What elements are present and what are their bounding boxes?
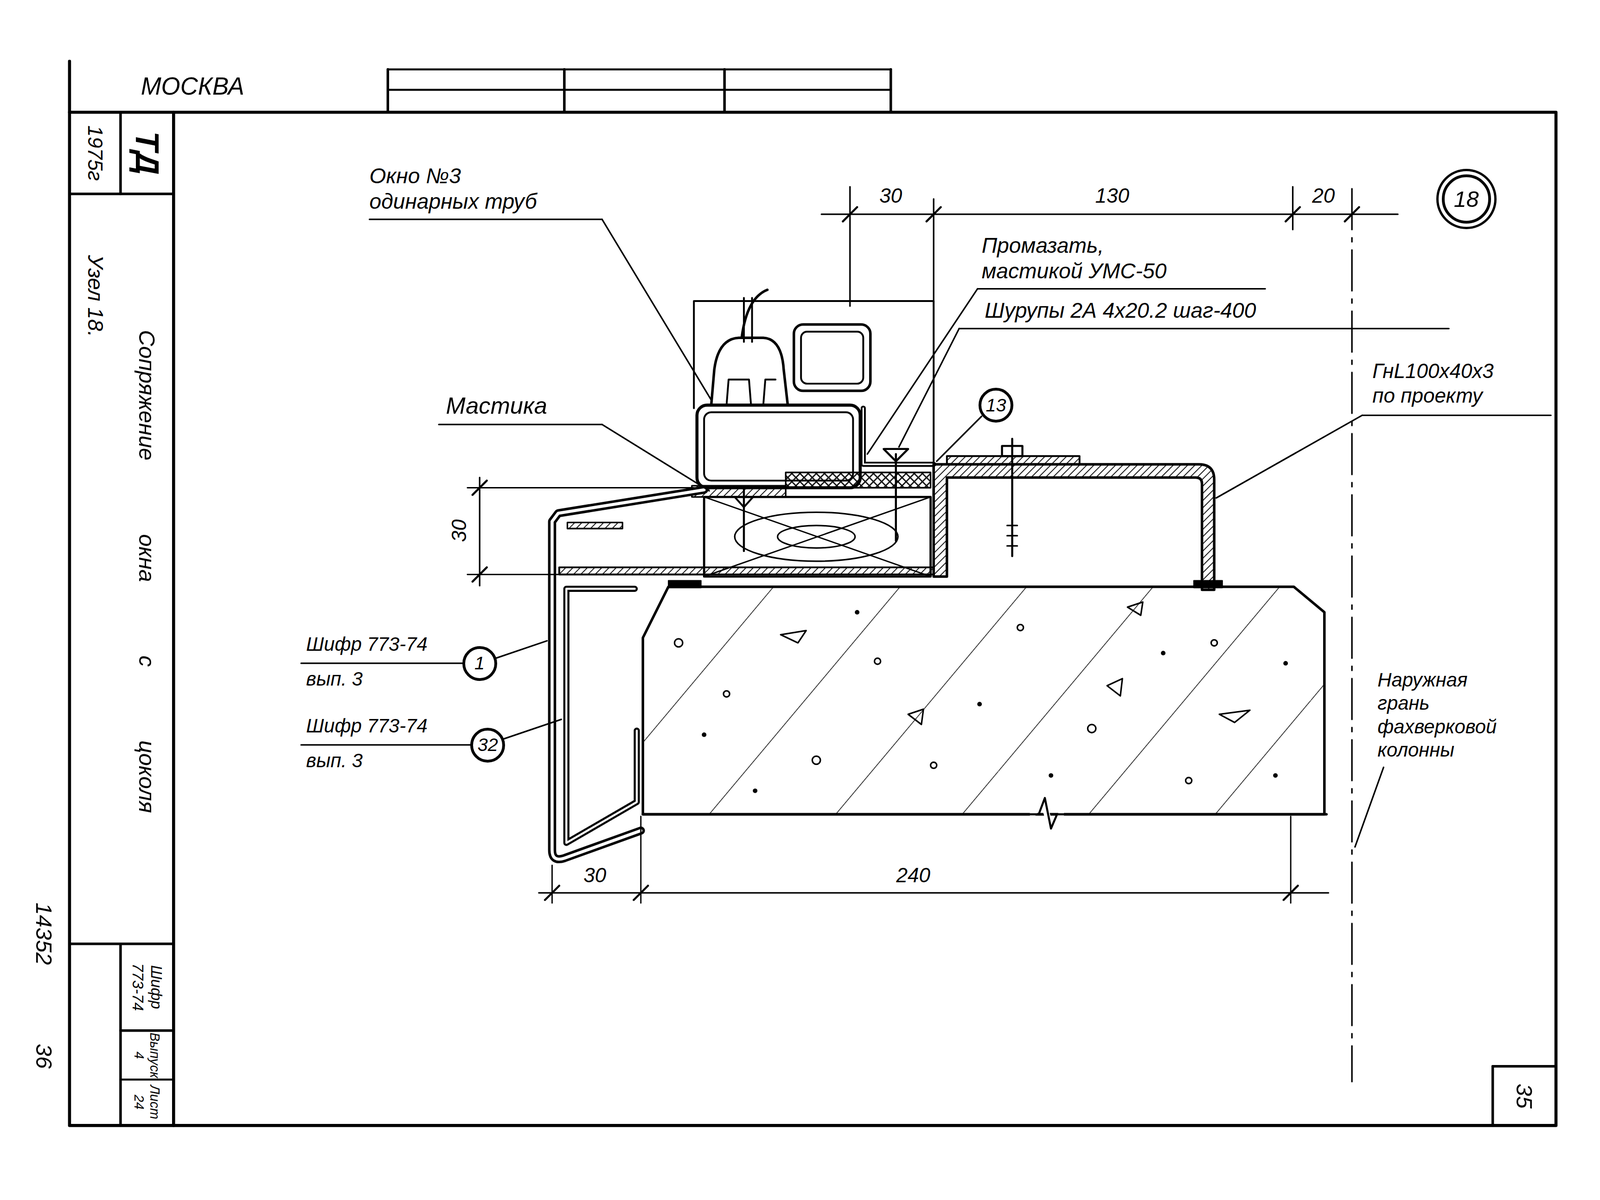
screw-note: Шурупы 2А 4х20.2 шаг-400 <box>984 297 1256 324</box>
dimension-text: 20 <box>1312 183 1335 209</box>
city-name: МОСКВА <box>140 71 245 101</box>
archive-number: 14352 <box>30 902 58 966</box>
page-number: 36 <box>30 1043 58 1069</box>
window-note: Окно №3 одинарных труб <box>369 163 551 215</box>
steel-section-note: ГнL100х40х3 по проекту <box>1372 358 1511 409</box>
callout-circle: 13 <box>978 387 1014 423</box>
drawing-title: Сопряжение окна с цоколя <box>133 330 161 813</box>
year-stamp: 1975г <box>82 125 108 181</box>
page-number: 35 <box>1510 1083 1538 1109</box>
callout-circle: 1 <box>462 646 498 681</box>
dimension-text: 30 <box>447 519 472 543</box>
callout-number: 13 <box>985 396 1006 415</box>
reference-note: Шифр 773-74 вып. 3 <box>306 626 449 697</box>
dimension-text: 130 <box>1095 183 1130 209</box>
callout-number: 32 <box>477 735 499 755</box>
dimension-text: 30 <box>879 183 903 209</box>
callout-number: 18 <box>1453 187 1479 211</box>
code-field: Шифр 773-74 <box>128 956 166 1018</box>
node-number: Узел 18. <box>82 254 108 337</box>
callout-number: 1 <box>474 653 485 673</box>
callout-circle: 18 <box>1441 174 1492 224</box>
reference-note: Шифр 773-74 вып. 3 <box>306 708 449 779</box>
organization-mark: ТД <box>127 131 167 175</box>
mastic-note: Промазать, мастикой УМС-50 <box>981 232 1171 285</box>
mastic-label: Мастика <box>446 391 548 421</box>
callout-circle: 32 <box>470 727 506 763</box>
dimension-text: 240 <box>896 863 931 888</box>
issue-field: Выпуск 4 <box>131 1030 164 1080</box>
column-note: Наружная грань фахверковой колонны <box>1377 668 1516 762</box>
dimension-text: 30 <box>583 863 607 888</box>
sheet-field: Лист 24 <box>131 1083 164 1121</box>
